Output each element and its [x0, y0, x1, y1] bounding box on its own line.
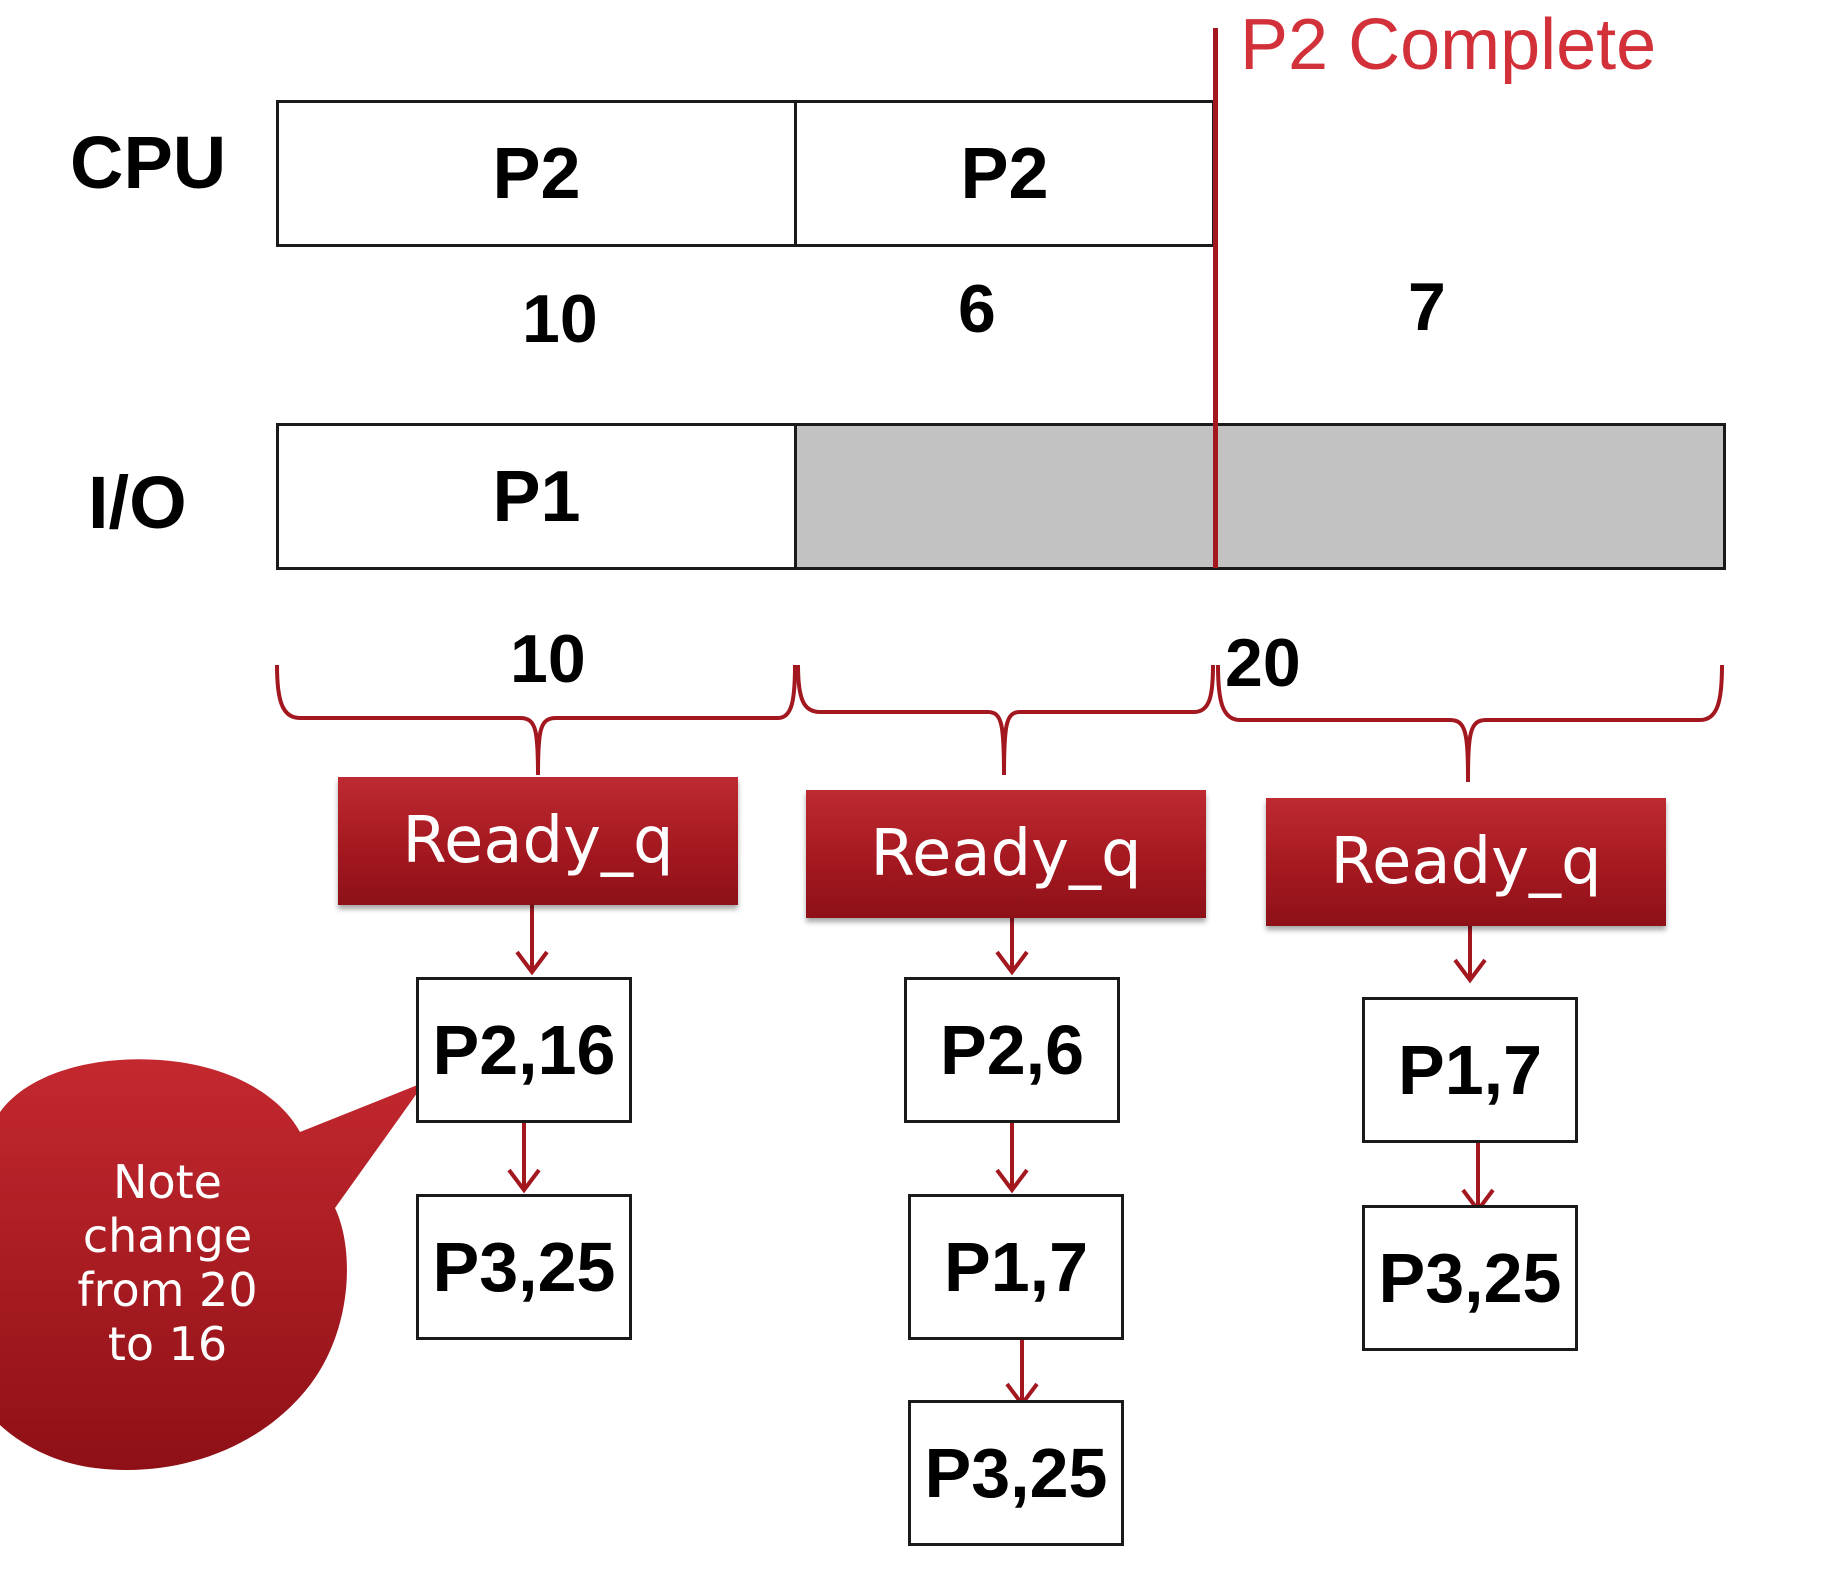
cpu-row-label: CPU: [70, 121, 227, 204]
io-duration-1: 10: [510, 621, 586, 697]
callout-text: Note change from 20 to 16: [55, 1155, 280, 1371]
arrowhead-q3-0: [1453, 958, 1487, 984]
ready-queue-1-item-1: P2,16: [416, 977, 632, 1123]
p2-complete-marker-line: [1213, 28, 1218, 568]
io-segment-1: P1: [276, 423, 797, 570]
cpu-duration-2: 6: [958, 271, 996, 347]
io-duration-2: 20: [1225, 625, 1301, 701]
arrowhead-q1-0: [515, 950, 549, 976]
cpu-duration-1: 10: [522, 281, 598, 357]
ready-queue-3-header: Ready_q: [1266, 798, 1666, 926]
p2-complete-label: P2 Complete: [1240, 5, 1657, 85]
io-segment-idle: [794, 423, 1726, 570]
arrowhead-q2-0: [995, 950, 1029, 976]
ready-queue-3-item-2: P3,25: [1362, 1205, 1578, 1351]
cpu-duration-3: 7: [1408, 269, 1446, 345]
ready-queue-2-header: Ready_q: [806, 790, 1206, 918]
ready-queue-3-item-1: P1,7: [1362, 997, 1578, 1143]
brace-1: [275, 664, 797, 776]
ready-queue-1-item-2: P3,25: [416, 1194, 632, 1340]
callout-line-2: change: [82, 1209, 253, 1263]
brace-3: [1216, 664, 1724, 783]
io-row-label: I/O: [88, 461, 187, 544]
callout-bubble: [0, 1059, 425, 1470]
cpu-segment-1-label: P2: [492, 133, 581, 214]
ready-queue-1-header: Ready_q: [338, 777, 738, 905]
callout-line-4: to 16: [107, 1317, 228, 1371]
callout-line-3: from 20: [77, 1263, 258, 1317]
ready-queue-2-item-1: P2,6: [904, 977, 1120, 1123]
callout-line-1: Note: [113, 1155, 222, 1209]
cpu-segment-2: P2: [794, 100, 1215, 247]
ready-queue-2-item-3: P3,25: [908, 1400, 1124, 1546]
cpu-segment-1: P2: [276, 100, 797, 247]
brace-2: [796, 664, 1215, 776]
arrowhead-q1-1: [507, 1168, 541, 1194]
ready-queue-2-item-2: P1,7: [908, 1194, 1124, 1340]
io-segment-1-label: P1: [492, 456, 581, 537]
arrowhead-q2-1: [995, 1168, 1029, 1194]
cpu-segment-2-label: P2: [960, 133, 1049, 214]
